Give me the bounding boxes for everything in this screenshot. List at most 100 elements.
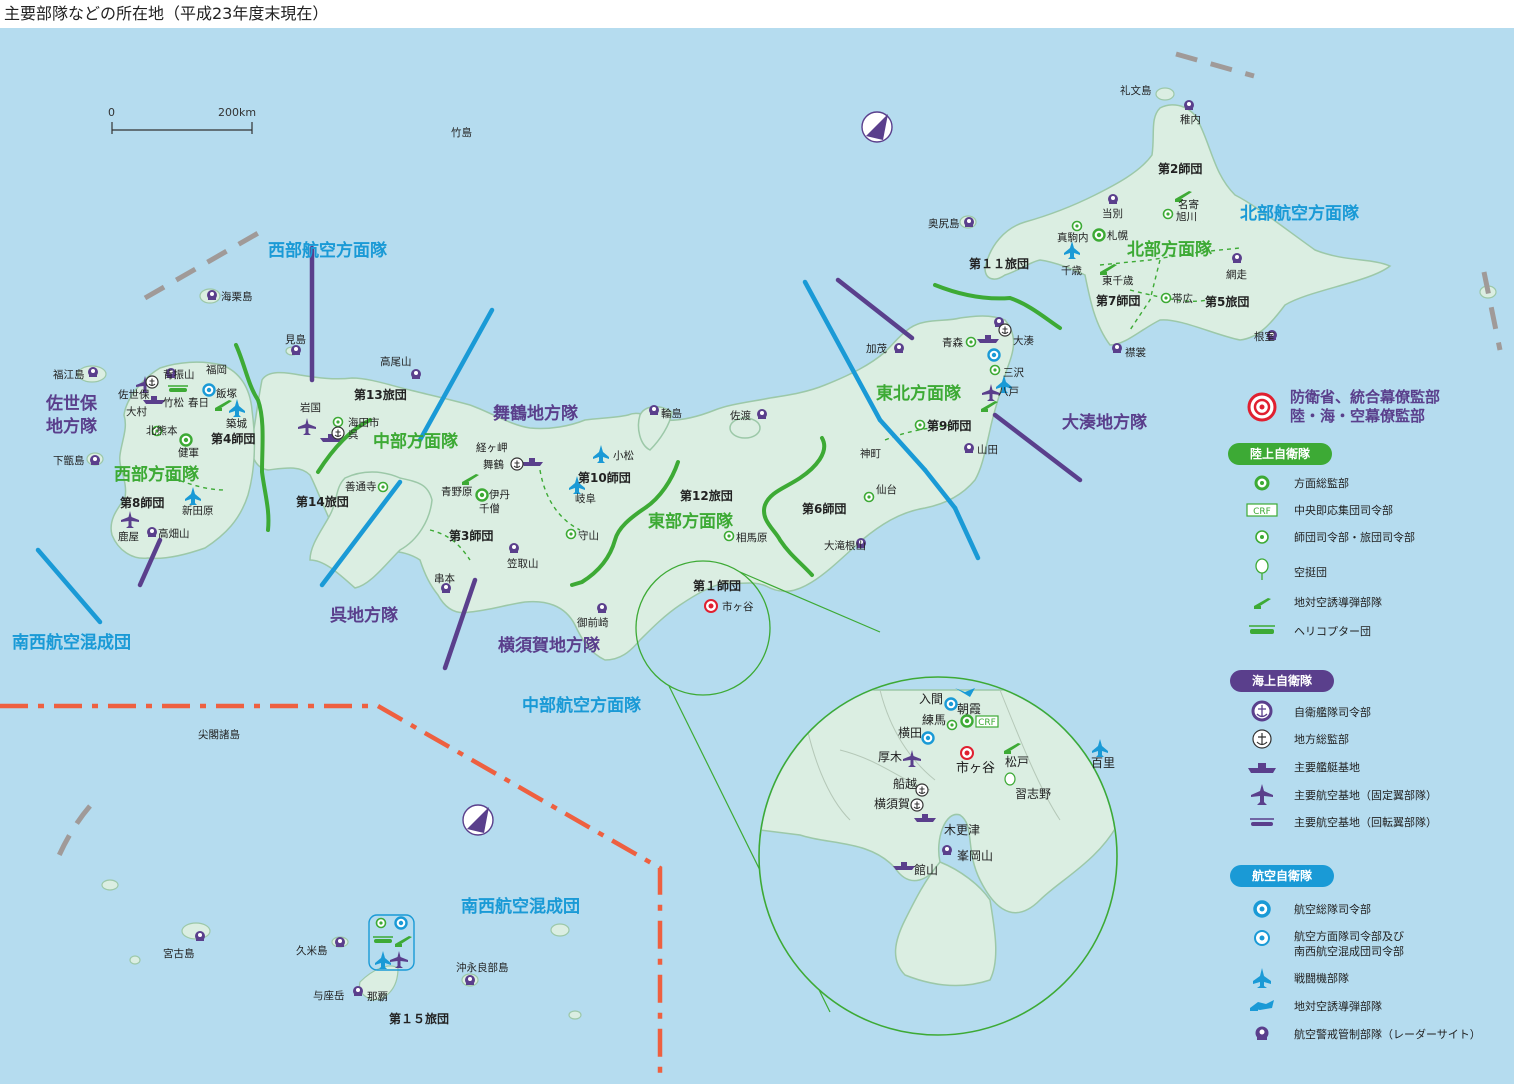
svg-text:大村: 大村 — [126, 405, 147, 418]
svg-text:竹松: 竹松 — [163, 396, 184, 409]
svg-text:新田原: 新田原 — [182, 504, 214, 517]
label-d1: 第１師団 — [693, 578, 741, 593]
label-seibu-army: 西部方面隊 — [114, 464, 200, 485]
svg-text:三沢: 三沢 — [1003, 366, 1025, 379]
svg-text:飯塚: 飯塚 — [216, 387, 237, 400]
label-d15: 第１５旅団 — [389, 1011, 449, 1026]
svg-text:襟裳: 襟裳 — [1125, 346, 1147, 359]
map-canvas[interactable]: CRF 入間 朝霞 練馬 横田 厚木 市ヶ谷 松戸 百里 船越 横須賀 習志野 … — [0, 28, 1514, 1084]
page-title: 主要部隊などの所在地（平成23年度末現在） — [4, 4, 329, 23]
svg-text:呉: 呉 — [348, 429, 359, 441]
svg-text:那覇: 那覇 — [367, 991, 388, 1003]
svg-text:舞鶴: 舞鶴 — [483, 458, 504, 471]
svg-text:防衛省、統合幕僚監部: 防衛省、統合幕僚監部 — [1290, 388, 1440, 406]
sado-island — [729, 417, 761, 439]
scale-bar: 0 200km — [108, 106, 256, 134]
label-chubu-air: 中部航空方面隊 — [522, 695, 642, 716]
label-maizuru-district: 舞鶴地方隊 — [493, 403, 579, 424]
label-yokosuka-inset: 横須賀 — [874, 797, 910, 811]
svg-text:航空方面隊司令部及び: 航空方面隊司令部及び — [1294, 929, 1404, 943]
svg-text:竹島: 竹島 — [451, 126, 472, 139]
svg-text:師団司令部・旅団司令部: 師団司令部・旅団司令部 — [1294, 530, 1415, 544]
north-arrow-icon — [861, 111, 893, 143]
division-labels: 第１師団 第2師団 第3師団 第4師団 第5旅団 第6師団 第7師団 第8師団 … — [120, 161, 1249, 1026]
svg-text:札幌: 札幌 — [1107, 229, 1129, 242]
msdf-region-labels: 大湊地方隊 舞鶴地方隊 呉地方隊 横須賀地方隊 佐世保 地方隊 — [45, 393, 1148, 656]
unit-symbols — [88, 100, 1277, 996]
svg-text:福江島: 福江島 — [53, 368, 85, 381]
label-yokosuka-district: 横須賀地方隊 — [498, 635, 601, 656]
svg-text:主要航空基地（回転翼部隊）: 主要航空基地（回転翼部隊） — [1294, 815, 1437, 829]
label-seibu-air: 西部航空方面隊 — [268, 240, 388, 261]
label-ominato-district: 大湊地方隊 — [1062, 412, 1148, 433]
label-nerima: 練馬 — [922, 713, 946, 727]
svg-text:笠取山: 笠取山 — [507, 557, 539, 570]
label-atsugi: 厚木 — [878, 750, 902, 764]
svg-text:地対空誘導弾部隊: 地対空誘導弾部隊 — [1294, 595, 1382, 609]
tokyo-inset[interactable]: CRF 入間 朝霞 練馬 横田 厚木 市ヶ谷 松戸 百里 船越 横須賀 習志野 … — [635, 560, 1120, 1036]
svg-text:健軍: 健軍 — [178, 447, 199, 459]
svg-text:福岡: 福岡 — [206, 363, 227, 376]
label-hokubu-air: 北部航空方面隊 — [1240, 203, 1360, 224]
svg-text:旭川: 旭川 — [1176, 211, 1197, 223]
army-region-labels: 北部方面隊 東北方面隊 東部方面隊 中部方面隊 西部方面隊 — [114, 239, 1213, 532]
svg-text:下甑島: 下甑島 — [53, 454, 85, 467]
label-narashino: 習志野 — [1015, 787, 1051, 801]
label-d9: 第9師団 — [927, 418, 971, 433]
label-d7: 第7師団 — [1096, 293, 1140, 308]
svg-text:伊丹: 伊丹 — [489, 489, 510, 501]
asdf-boundaries — [35, 279, 981, 625]
svg-text:久米島: 久米島 — [296, 944, 328, 957]
svg-text:春日: 春日 — [188, 397, 209, 409]
svg-text:佐世保: 佐世保 — [118, 388, 150, 401]
svg-text:主要艦艇基地: 主要艦艇基地 — [1294, 760, 1360, 774]
svg-text:陸上自衛隊: 陸上自衛隊 — [1250, 446, 1311, 461]
label-sasebo-district-1: 佐世保 — [45, 393, 98, 414]
svg-text:0: 0 — [108, 106, 115, 119]
svg-text:背振山: 背振山 — [163, 368, 195, 381]
label-kisarazu: 木更津 — [944, 823, 980, 837]
msdf-boundaries — [137, 245, 1083, 671]
svg-text:善通寺: 善通寺 — [345, 480, 377, 493]
svg-text:八戸: 八戸 — [998, 386, 1019, 398]
hokkaido — [984, 104, 1392, 346]
svg-text:相馬原: 相馬原 — [736, 531, 768, 544]
svg-text:海田市: 海田市 — [348, 416, 380, 429]
svg-text:加茂: 加茂 — [866, 342, 887, 355]
legend-msdf: 海上自衛隊 自衛艦隊司令部 地方総監部 主要艦艇基地 主要航空基地（固定翼部隊）… — [1230, 670, 1437, 829]
svg-text:岐阜: 岐阜 — [575, 492, 596, 505]
label-nansei-air-2: 南西航空混成団 — [461, 896, 580, 917]
label-tateyama: 館山 — [914, 862, 938, 877]
svg-text:神町: 神町 — [860, 447, 881, 460]
label-hyakuri: 百里 — [1091, 756, 1115, 770]
svg-text:山田: 山田 — [977, 444, 998, 456]
svg-text:航空自衛隊: 航空自衛隊 — [1252, 868, 1313, 883]
label-yokota: 横田 — [898, 726, 922, 740]
svg-text:見島: 見島 — [285, 333, 306, 346]
legend: 防衛省、統合幕僚監部 陸・海・空幕僚監部 陸上自衛隊 方面総監部 CRF 中央即… — [1222, 380, 1512, 1064]
svg-text:空挺団: 空挺団 — [1294, 565, 1327, 579]
svg-text:築城: 築城 — [226, 417, 247, 430]
svg-text:網走: 網走 — [1226, 268, 1248, 281]
label-d13: 第13旅団 — [354, 387, 407, 402]
svg-text:青森: 青森 — [942, 336, 963, 349]
svg-text:小松: 小松 — [613, 449, 634, 462]
svg-text:方面総監部: 方面総監部 — [1294, 476, 1349, 490]
svg-text:輪島: 輪島 — [661, 407, 682, 420]
svg-text:経ヶ岬: 経ヶ岬 — [476, 441, 508, 454]
svg-text:CRF: CRF — [1253, 507, 1271, 517]
svg-text:名寄: 名寄 — [1178, 198, 1199, 211]
svg-text:鹿屋: 鹿屋 — [118, 530, 139, 543]
svg-text:尖閣諸島: 尖閣諸島 — [198, 728, 240, 741]
legend-hq: 防衛省、統合幕僚監部 陸・海・空幕僚監部 — [1247, 388, 1440, 425]
label-ichigaya-inset: 市ヶ谷 — [956, 760, 995, 776]
svg-text:自衛艦隊司令部: 自衛艦隊司令部 — [1294, 705, 1371, 719]
label-matsudo: 松戸 — [1005, 755, 1029, 769]
label-kure-district: 呉地方隊 — [330, 605, 399, 626]
svg-text:岩国: 岩国 — [300, 401, 321, 414]
boundary-line — [0, 703, 663, 1075]
svg-text:陸・海・空幕僚監部: 陸・海・空幕僚監部 — [1290, 407, 1425, 425]
legend-asdf: 航空自衛隊 航空総隊司令部 航空方面隊司令部及び 南西航空混成団司令部 戦闘機部… — [1230, 865, 1481, 1041]
svg-text:200km: 200km — [218, 106, 256, 119]
svg-text:千僧: 千僧 — [479, 502, 500, 515]
